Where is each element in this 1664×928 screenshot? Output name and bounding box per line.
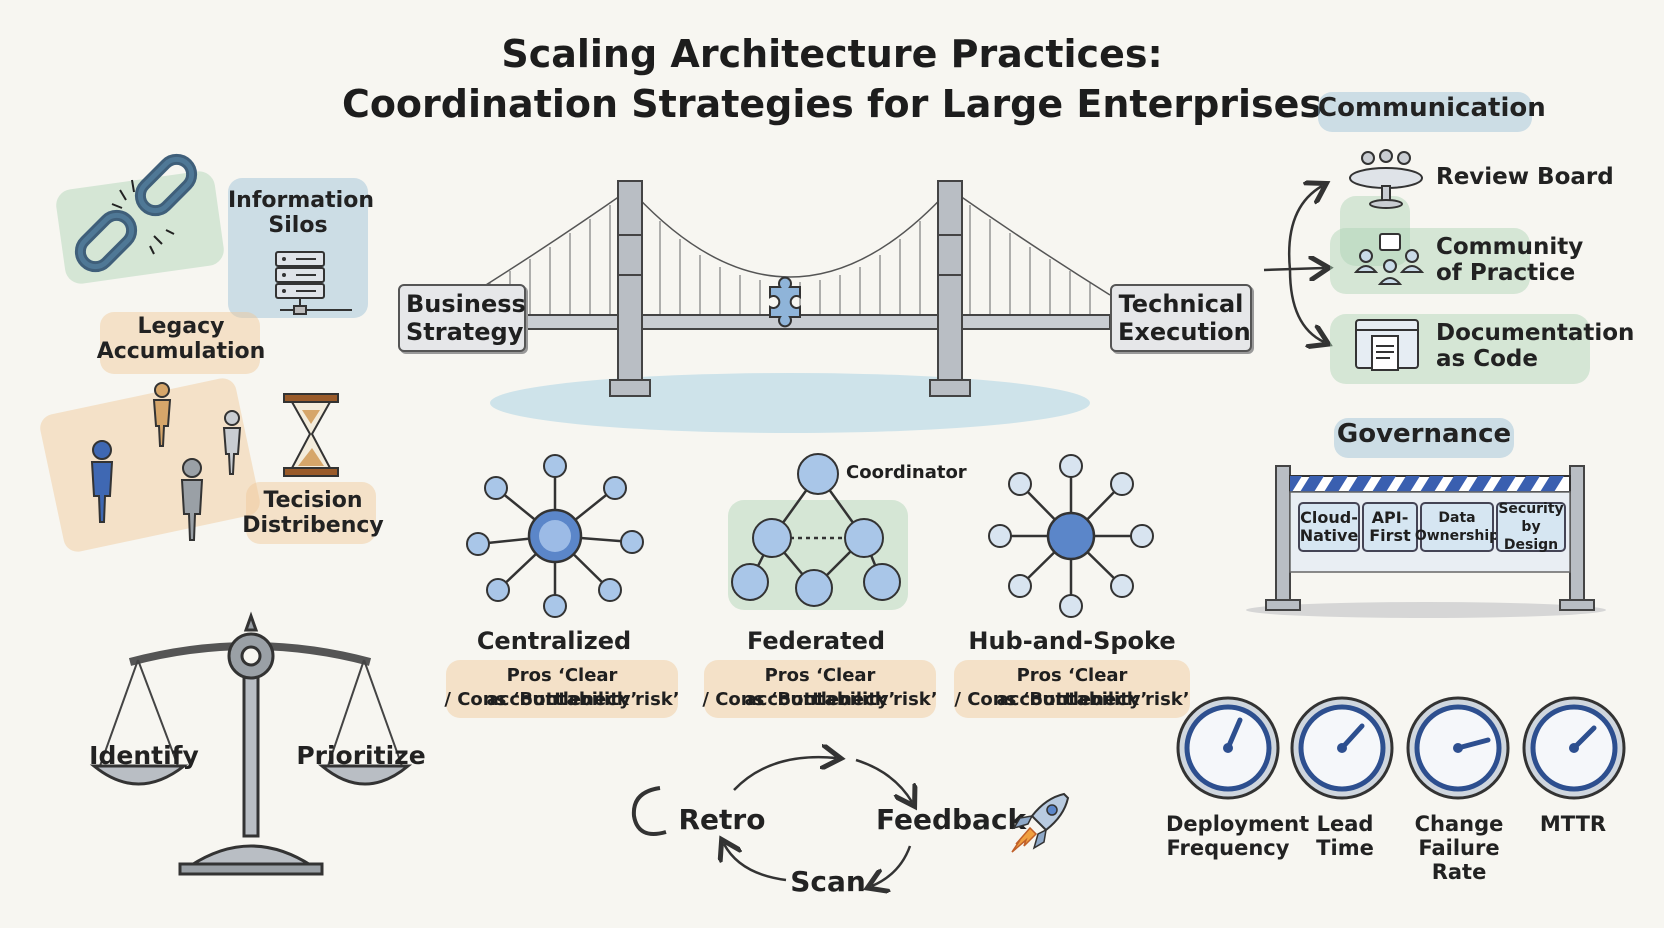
page-subtitle: Coordination Strategies for Large Enterp… <box>341 82 1323 126</box>
federated-pros-wash <box>704 660 936 718</box>
gauge-deployment-frequency <box>1176 696 1280 800</box>
business-strategy-sign: Business Strategy <box>398 284 526 352</box>
balance-prioritize-label: Prioritize <box>296 741 426 770</box>
coordinator-label: Coordinator <box>846 462 967 483</box>
gauge-mttr <box>1522 696 1626 800</box>
centralized-pros: Pros ‘Clear accountability’ <box>486 665 638 710</box>
hub-and-spoke-title: Hub-and-Spoke <box>968 627 1176 655</box>
documentation-as-code-icon <box>1355 319 1419 371</box>
hub-and-spoke-network-diagram <box>988 454 1154 618</box>
legacy-accumulation-label: Legacy Accumulation <box>96 314 266 365</box>
centralized-title: Centralized <box>476 627 632 655</box>
communication-heading: Communication <box>1318 93 1546 123</box>
hourglass-icon <box>283 393 339 477</box>
mttr-label: MTTR <box>1539 812 1607 836</box>
federated-pros: Pros ‘Clear accountability’ <box>744 665 896 710</box>
principle-data-ownership: Data Ownership <box>1415 502 1499 552</box>
hub-and-spoke-cons: / Cons ‘Bottleneck risk’ <box>954 689 1190 710</box>
people-group-icon <box>90 382 242 541</box>
change-failure-rate-label: Change Failure Rate <box>1414 812 1504 885</box>
cycle-feedback-label: Feedback <box>876 803 1027 836</box>
principle-cloud-native: Cloud-Native <box>1298 502 1360 552</box>
feedback-cycle-arrows <box>631 740 930 910</box>
review-board-label: Review Board <box>1436 164 1614 190</box>
hub-pros-wash <box>954 660 1190 718</box>
principle-api-first: API-First <box>1362 502 1418 552</box>
puzzle-piece-icon <box>769 276 801 328</box>
governance-heading-wash <box>1334 418 1514 458</box>
centralized-cons: / Cons ‘Bottleneck risk’ <box>444 689 680 710</box>
legacy-wash <box>100 312 260 374</box>
community-of-practice-label: Community of Practice <box>1436 234 1584 287</box>
technical-execution-sign: Technical Execution <box>1110 284 1252 352</box>
rocket-icon <box>1011 792 1070 853</box>
lead-time-label: Lead Time <box>1316 812 1374 861</box>
communication-heading-wash <box>1318 92 1532 132</box>
balance-identify-label: Identify <box>89 741 199 770</box>
review-board-icon <box>1349 149 1423 209</box>
federated-cons: / Cons ‘Bottleneck risk’ <box>702 689 938 710</box>
cycle-retro-label: Retro <box>678 803 766 836</box>
documentation-as-code-label: Documentation as Code <box>1436 320 1635 373</box>
balance-scale-icon <box>89 611 413 876</box>
gauge-lead-time <box>1290 696 1394 800</box>
server-icon <box>275 251 352 315</box>
cycle-scan-label: Scan <box>790 865 866 898</box>
information-silos-label: Information Silos <box>228 188 374 239</box>
metric-gauges <box>1176 696 1626 800</box>
federated-title: Federated <box>746 627 886 655</box>
decision-latency-label: Tecision Distribency <box>242 488 384 539</box>
gauge-change-failure-rate <box>1406 696 1510 800</box>
decision-wash <box>246 482 376 544</box>
federated-network-diagram <box>731 453 901 607</box>
community-of-practice-icon <box>1353 233 1425 285</box>
centralized-network-diagram <box>466 454 644 618</box>
centralized-pros-wash <box>446 660 678 718</box>
bridge-illustration <box>470 180 1110 433</box>
broken-chain-icon <box>74 153 198 273</box>
hub-and-spoke-pros: Pros ‘Clear accountability’ <box>996 665 1148 710</box>
page-title: Scaling Architecture Practices: <box>501 32 1163 76</box>
principle-security-by-design: Security by Design <box>1496 501 1566 553</box>
governance-heading: Governance <box>1336 419 1512 449</box>
communication-branch-arrows <box>1263 180 1350 350</box>
deployment-frequency-label: Deployment Frequency <box>1166 812 1310 861</box>
